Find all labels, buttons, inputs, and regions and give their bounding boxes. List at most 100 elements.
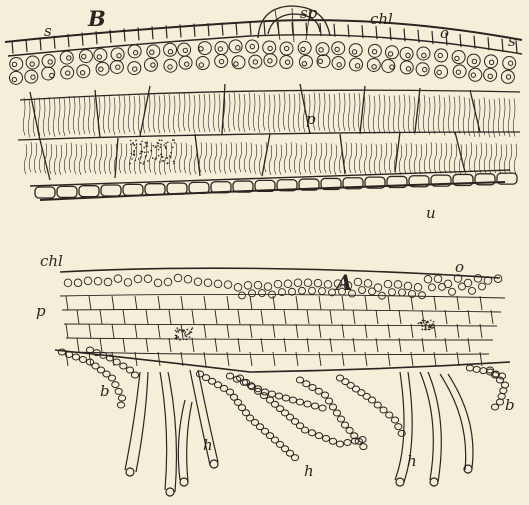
stipple-dot — [154, 159, 156, 161]
algal-nucleus — [151, 63, 155, 67]
panel-a-label-h-3: h — [407, 452, 417, 470]
algal-cell — [124, 279, 132, 287]
bead-cell — [321, 392, 328, 398]
cell-wall — [457, 296, 459, 310]
cell-wall — [100, 310, 102, 324]
stipple-dot — [182, 329, 184, 331]
bead-cell — [325, 398, 332, 404]
medulla-hyphae-stroke — [258, 95, 260, 133]
medulla-hyphae-stroke — [209, 143, 212, 173]
stipple-dot — [178, 331, 180, 333]
medulla-hyphae-stroke — [333, 94, 335, 132]
algal-cell — [316, 43, 329, 56]
algal-cell — [484, 68, 497, 81]
stipple-dot — [161, 160, 163, 162]
cell-wall — [238, 338, 240, 352]
panel-a: A chl o p b b h h h — [36, 252, 515, 496]
panel-a-label-chl: chl — [40, 252, 63, 270]
medulla-hyphae-stroke — [269, 145, 272, 175]
algal-cell — [332, 42, 345, 55]
medulla-hyphae-stroke — [483, 97, 485, 135]
medulla-hyphae-stroke — [389, 143, 392, 173]
stipple-dot — [173, 163, 175, 165]
bead-cell — [322, 435, 329, 441]
algal-nucleus — [253, 60, 257, 64]
algal-nucleus — [50, 73, 54, 77]
panel-a-title: A — [334, 270, 352, 295]
cell-wall — [480, 296, 482, 310]
bead-cell — [319, 405, 326, 411]
stipple-dot — [158, 155, 160, 157]
stipple-dot — [427, 329, 429, 331]
medulla-hyphae-stroke — [368, 94, 370, 132]
stipple-dot — [155, 157, 157, 159]
algal-nucleus — [12, 62, 16, 66]
algal-cell — [382, 59, 395, 72]
medulla-hyphae-stroke — [479, 143, 482, 173]
stipple-dot — [173, 139, 175, 141]
bead-cell — [108, 375, 115, 381]
stipple-dot — [186, 334, 188, 336]
panel-b-label-u: u — [426, 204, 436, 222]
cell-wall — [376, 310, 378, 324]
medulla-hyphae-stroke — [208, 94, 210, 132]
medulla-hyphae-stroke — [48, 97, 50, 135]
medulla-hyphae-stroke — [244, 142, 247, 172]
stipple-dot — [427, 321, 429, 323]
bead-cell — [315, 433, 322, 439]
bead-cell — [120, 363, 127, 369]
algal-cell — [274, 280, 282, 288]
stipple-dot — [426, 321, 428, 323]
medulla-hyphae-stroke — [164, 145, 167, 175]
stipple-dot — [163, 144, 165, 146]
stipple-dot — [165, 142, 167, 144]
medulla-hyphae-stroke — [489, 144, 492, 174]
lower-cortex-cell — [145, 184, 165, 195]
stipple-dot — [142, 163, 144, 165]
stipple-dot — [189, 336, 191, 338]
medulla-hyphae-stroke — [179, 143, 182, 173]
medulla-hyphae-stroke — [428, 97, 430, 135]
medulla-hyphae-stroke — [429, 142, 432, 172]
medulla-hyphae-stroke — [469, 142, 472, 172]
medulla-hyphae-stroke — [173, 96, 175, 134]
medulla-hyphae-stroke — [58, 97, 60, 135]
algal-cell — [184, 275, 192, 283]
medulla-hyphae-stroke — [49, 144, 52, 174]
stipple-dot — [425, 328, 427, 330]
algal-nucleus — [234, 62, 238, 66]
stipple-dot — [135, 159, 137, 161]
bead-cell — [473, 366, 480, 372]
algal-nucleus — [250, 44, 254, 48]
medulla-hyphae-stroke — [494, 143, 497, 173]
medulla-hyphae-stroke — [139, 144, 142, 174]
algal-nucleus — [82, 54, 86, 58]
stipple-dot — [158, 149, 160, 151]
algal-cell — [294, 279, 302, 287]
panel-a-stippled-cells — [175, 319, 435, 340]
cortex-cell-wall — [12, 41, 13, 54]
medulla-hyphae-stroke — [463, 97, 465, 135]
algal-nucleus — [285, 60, 289, 64]
medulla-hyphae-stroke — [403, 94, 405, 132]
medulla-hyphae-stroke — [123, 96, 125, 134]
stipple-dot — [147, 160, 149, 162]
algal-cell — [503, 57, 516, 70]
medulla-hyphae-stroke — [354, 143, 357, 173]
algal-nucleus — [199, 63, 203, 67]
medulla-hyphae-stroke — [63, 98, 65, 136]
cell-wall — [388, 296, 390, 310]
stipple-dot — [134, 154, 136, 156]
medulla-hyphae-stroke — [24, 144, 27, 174]
medulla-hyphae-stroke — [498, 98, 500, 136]
medulla-hyphae-stroke — [399, 145, 402, 175]
cell-wall — [261, 310, 263, 324]
algal-nucleus — [31, 75, 35, 79]
stipple-dot — [422, 329, 424, 331]
medulla-hyphae-stroke — [213, 93, 215, 131]
algal-nucleus — [99, 67, 103, 71]
stipple-dot — [153, 145, 155, 147]
cell-wall — [169, 338, 171, 352]
algal-cell — [94, 277, 102, 285]
bead-cell — [337, 416, 344, 422]
